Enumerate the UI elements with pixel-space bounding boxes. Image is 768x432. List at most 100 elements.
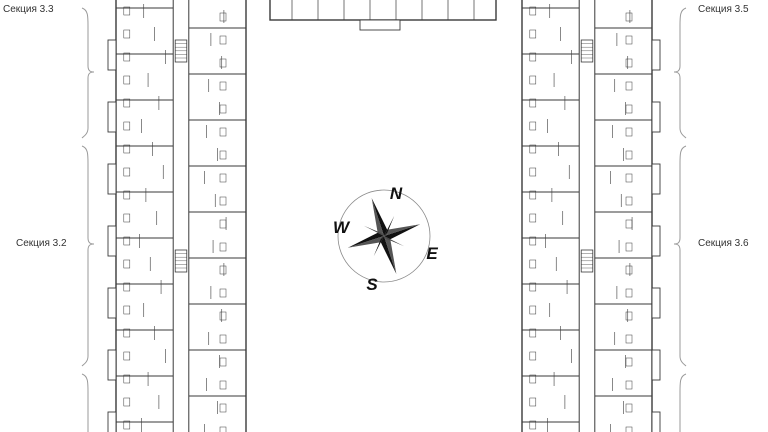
room-tag	[625, 242, 633, 252]
room-tag	[529, 144, 537, 154]
balcony	[107, 39, 117, 71]
room-tag	[529, 52, 537, 62]
room-tag	[123, 282, 131, 292]
staircase	[580, 249, 594, 273]
room-tag	[529, 259, 537, 269]
balcony	[107, 349, 117, 381]
room-tag	[625, 219, 633, 229]
balcony	[651, 287, 661, 319]
section-label-3-5: Секция 3.5	[698, 4, 749, 15]
room-tag	[123, 121, 131, 131]
balcony	[107, 163, 117, 195]
room-tag	[529, 351, 537, 361]
room-tag	[625, 403, 633, 413]
room-tag	[529, 282, 537, 292]
room-tag	[625, 173, 633, 183]
room-tag	[625, 334, 633, 344]
compass-west-label: W	[333, 218, 351, 237]
room-tag	[123, 75, 131, 85]
room-tag	[123, 29, 131, 39]
room-tag	[219, 311, 227, 321]
room-tag	[625, 58, 633, 68]
room-tag	[123, 98, 131, 108]
room-tag	[123, 213, 131, 223]
compass-north-label: N	[390, 184, 403, 203]
room-tag	[123, 397, 131, 407]
section-label-3-3: Секция 3.3	[3, 4, 54, 15]
section-label-3-2: Секция 3.2	[16, 238, 67, 249]
right-building-wing	[521, 0, 661, 432]
building-outline	[521, 0, 653, 432]
balcony	[107, 225, 117, 257]
room-tag	[529, 305, 537, 315]
room-tag	[529, 397, 537, 407]
balcony	[651, 349, 661, 381]
room-tag	[529, 236, 537, 246]
room-tag	[625, 35, 633, 45]
room-tag	[123, 144, 131, 154]
room-tag	[123, 305, 131, 315]
room-tag	[219, 403, 227, 413]
room-tag	[219, 150, 227, 160]
room-tag	[219, 242, 227, 252]
balcony	[651, 163, 661, 195]
staircase	[174, 249, 188, 273]
room-tag	[625, 12, 633, 22]
entrance-block	[359, 19, 401, 31]
room-tag	[123, 6, 131, 16]
bracket-section-3-1	[81, 373, 89, 432]
room-tag	[219, 380, 227, 390]
balcony	[651, 411, 661, 432]
compass-east-label: E	[426, 244, 438, 263]
balcony	[107, 411, 117, 432]
room-tag	[123, 167, 131, 177]
room-tag	[529, 29, 537, 39]
bracket-section-3-5	[673, 7, 687, 139]
room-tag	[123, 328, 131, 338]
room-tag	[625, 265, 633, 275]
compass-star-icon	[347, 197, 421, 275]
room-tag	[625, 357, 633, 367]
room-tag	[123, 420, 131, 430]
section-label-3-6: Секция 3.6	[698, 238, 749, 249]
room-tag	[625, 311, 633, 321]
room-tag	[625, 81, 633, 91]
room-tag	[219, 12, 227, 22]
room-tag	[219, 58, 227, 68]
room-tag	[625, 380, 633, 390]
room-tag	[123, 351, 131, 361]
balcony	[107, 101, 117, 133]
room-tag	[625, 104, 633, 114]
room-tag	[123, 374, 131, 384]
balcony	[107, 287, 117, 319]
room-tag	[529, 213, 537, 223]
room-tag	[529, 167, 537, 177]
room-tag	[219, 426, 227, 432]
room-tag	[219, 334, 227, 344]
room-tag	[219, 265, 227, 275]
room-tag	[219, 219, 227, 229]
room-tag	[219, 288, 227, 298]
building-outline	[115, 0, 247, 432]
room-tag	[123, 236, 131, 246]
room-tag	[625, 426, 633, 432]
balcony	[651, 225, 661, 257]
balcony	[651, 39, 661, 71]
bracket-section-3-3	[81, 7, 95, 139]
room-tag	[219, 104, 227, 114]
room-tag	[219, 127, 227, 137]
room-tag	[219, 357, 227, 367]
room-tag	[219, 196, 227, 206]
bracket-section-3-2	[81, 145, 95, 367]
left-building-wing	[107, 0, 247, 432]
balcony	[651, 101, 661, 133]
room-tag	[529, 75, 537, 85]
room-tag	[625, 196, 633, 206]
room-tag	[625, 150, 633, 160]
compass-rose: N E S W	[333, 184, 438, 294]
room-tag	[625, 288, 633, 298]
room-tag	[529, 6, 537, 16]
room-tag	[625, 127, 633, 137]
room-tag	[529, 190, 537, 200]
